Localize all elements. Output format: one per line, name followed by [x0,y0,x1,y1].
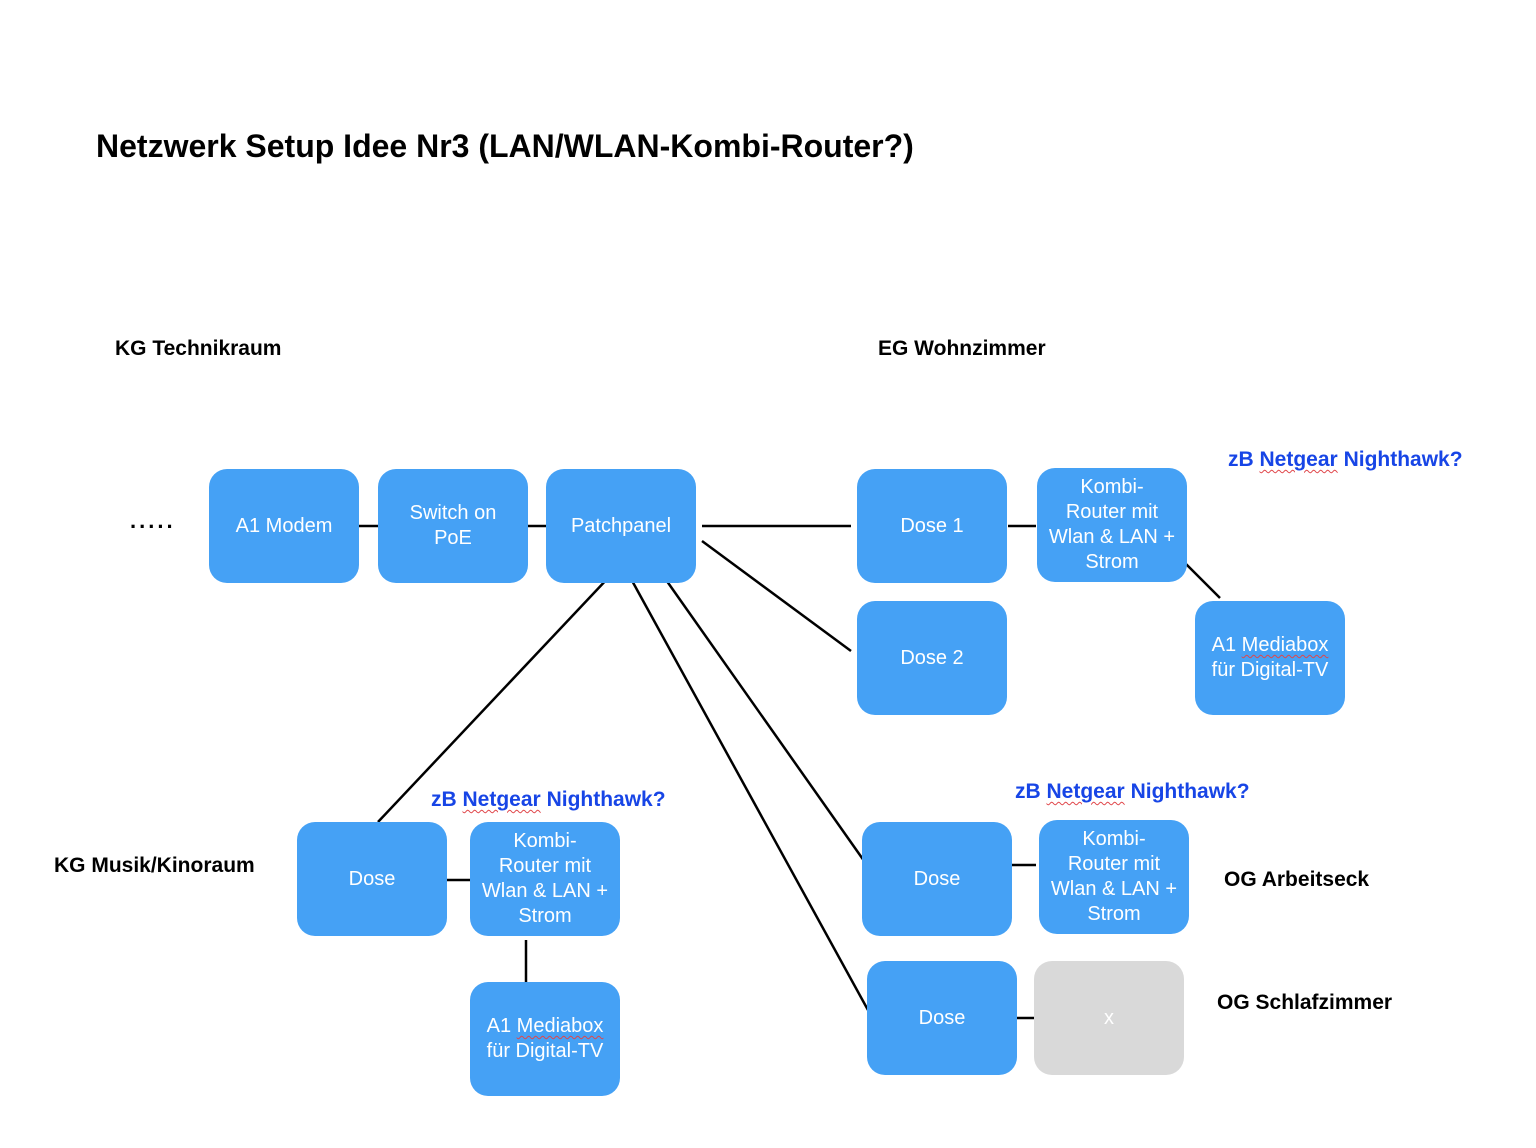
node-label: A1 Mediabox für Digital-TV [1212,633,1329,683]
node-label-line: Strom [518,905,572,927]
node-og-schlafzimmer-dose[interactable]: Dose [867,961,1017,1075]
zone-label-og-schlafzimmer: OG Schlafzimmer [1217,991,1393,1014]
edge-patch-og-dose2 [628,576,876,1022]
node-label-line: Wlan & LAN + [1050,878,1178,900]
node-label-line: A1 [486,1015,512,1037]
note-prefix: zB [1228,448,1254,471]
node-label: Dose [918,1006,966,1029]
node-a1-modem[interactable]: A1 Modem [209,469,359,583]
node-label-line: PoE [434,527,472,549]
node-label: A1 Mediabox für Digital-TV [487,1014,604,1064]
node-label-line: Mediabox [1241,634,1329,656]
zone-label-og-arbeitseck: OG Arbeitseck [1224,868,1370,891]
node-label: x [1104,1006,1114,1029]
node-patchpanel[interactable]: Patchpanel [546,469,696,583]
node-label-line: Kombi- [1080,476,1144,498]
node-label-line: Router mit [1065,501,1159,523]
edge-patch-og-dose1 [662,576,876,876]
edge-eg-router-mediabox [1183,561,1221,599]
note-suffix: Nighthawk? [1343,448,1463,471]
zone-label-kg-musik: KG Musik/Kinoraum [54,854,255,877]
node-label-line: Router mit [498,855,592,877]
node-label-line: Wlan & LAN + [1048,526,1176,548]
note-brand: Netgear [1046,780,1125,803]
node-og-schlafzimmer-placeholder[interactable]: x [1034,961,1184,1075]
continuation-dots: ..... [130,508,176,533]
node-label: Dose 2 [900,646,964,669]
node-label-line: Wlan & LAN + [481,880,609,902]
note-prefix: zB [431,788,457,811]
note-kg-router-suggestion: zB Netgear Nighthawk? [431,788,666,812]
node-label-line: Mediabox [516,1015,604,1037]
note-eg-router-suggestion: zB Netgear Nighthawk? [1228,448,1463,472]
node-label: Dose [348,867,396,890]
node-label-line: Router mit [1067,853,1161,875]
node-label: Dose 1 [900,514,964,537]
note-prefix: zB [1015,780,1041,803]
node-label-line: Strom [1085,551,1139,573]
edge-patch-kg-dose [377,576,610,823]
note-brand: Netgear [462,788,541,811]
page-title: Netzwerk Setup Idee Nr3 (LAN/WLAN-Kombi-… [96,128,914,164]
note-og-router-suggestion: zB Netgear Nighthawk? [1015,780,1250,804]
node-label: Patchpanel [570,514,672,537]
node-og-arbeitseck-dose[interactable]: Dose [862,822,1012,936]
node-label: A1 Modem [235,514,333,537]
note-suffix: Nighthawk? [1130,780,1250,803]
note-suffix: Nighthawk? [546,788,666,811]
node-switch-poe[interactable]: Switch on PoE [378,469,528,583]
node-label-line: für Digital-TV [1211,659,1329,681]
zone-label-eg-wohnzimmer: EG Wohnzimmer [878,337,1046,360]
node-label-line: Kombi- [513,830,577,852]
node-eg-dose-2[interactable]: Dose 2 [857,601,1007,715]
edge-patch-dose2 [701,539,852,653]
node-kg-a1-mediabox[interactable]: A1 Mediabox für Digital-TV [470,982,620,1096]
node-label-line: Switch on [409,502,497,524]
node-label-line: Kombi- [1082,828,1146,850]
zone-label-kg-technikraum: KG Technikraum [115,337,282,360]
node-label-line: für Digital-TV [486,1040,604,1062]
node-label-line: A1 [1211,634,1237,656]
node-label-line: Strom [1087,903,1141,925]
node-eg-dose-1[interactable]: Dose 1 [857,469,1007,583]
node-label: Dose [913,867,961,890]
node-eg-a1-mediabox[interactable]: A1 Mediabox für Digital-TV [1195,601,1345,715]
node-label: Switch on PoE [410,501,497,551]
node-kg-dose[interactable]: Dose [297,822,447,936]
note-brand: Netgear [1259,448,1338,471]
